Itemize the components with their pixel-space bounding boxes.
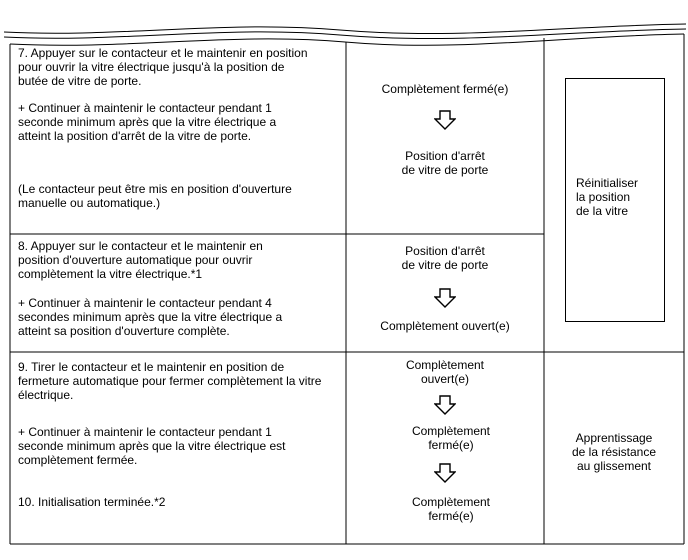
step-8-continue: + Continuer à maintenir le contacteur pe… xyxy=(18,296,283,338)
step-9-continue: + Continuer à maintenir le contacteur pe… xyxy=(18,425,286,467)
step-9-state-open: Complètement ouvert(e) xyxy=(405,358,485,386)
step-8-instruction: 8. Appuyer sur le contacteur et le maint… xyxy=(18,239,263,281)
step-10-final: 10. Initialisation terminée.*2 xyxy=(18,495,166,509)
step-9-instruction: 9. Tirer le contacteur et le maintenir e… xyxy=(18,360,322,402)
down-arrow-icon xyxy=(434,110,456,130)
step-7-note: (Le contacteur peut être mis en position… xyxy=(18,182,292,210)
step-8-state-stop: Position d'arrêt de vitre de porte xyxy=(401,244,489,272)
step-7-instruction: 7. Appuyer sur le contacteur et le maint… xyxy=(18,46,308,88)
step-9-state-closed: Complètement fermé(e) xyxy=(411,424,491,452)
step-10-state-closed: Complètement fermé(e) xyxy=(411,495,491,523)
down-arrow-icon xyxy=(434,463,456,483)
step-7-state-closed: Complètement fermé(e) xyxy=(381,82,509,96)
step-7-continue: + Continuer à maintenir le contacteur pe… xyxy=(18,101,277,143)
friction-learning-label: Apprentissage de la résistance au glisse… xyxy=(571,431,657,473)
reset-position-box xyxy=(565,78,665,322)
down-arrow-icon xyxy=(434,288,456,308)
down-arrow-icon xyxy=(434,395,456,415)
step-8-state-open: Complètement ouvert(e) xyxy=(380,319,510,333)
reset-position-label: Réinitialiser la position de la vitre xyxy=(576,176,639,218)
step-7-state-stop: Position d'arrêt de vitre de porte xyxy=(401,149,489,177)
